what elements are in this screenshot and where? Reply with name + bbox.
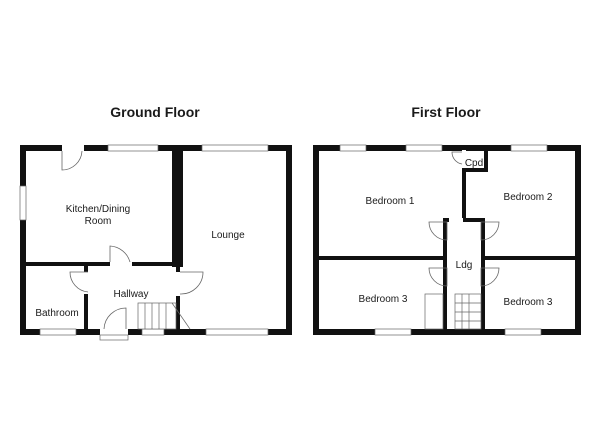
bedroom1-window-right	[405, 144, 443, 152]
bedroom3-left-label: Bedroom 3	[359, 294, 408, 305]
bathroom-door	[69, 271, 89, 293]
bathroom-label: Bathroom	[35, 308, 78, 319]
bedroom1-label: Bedroom 1	[366, 196, 415, 207]
ground-floor-title: Ground Floor	[110, 104, 200, 120]
kitchen-back-door-gap	[62, 145, 84, 151]
first-right-wall	[575, 145, 581, 335]
landing-label: Ldg	[456, 260, 473, 271]
bathroom-door-gap	[84, 272, 88, 294]
kitchen-back-door	[61, 150, 83, 171]
kitchen-label-line2: Room	[85, 216, 112, 227]
lounge-door	[179, 271, 204, 295]
kitchen-label-line1: Kitchen/Dining	[66, 204, 130, 215]
first-left-cross-wall	[313, 256, 443, 260]
ground-staircase	[137, 302, 191, 330]
bedroom2-window	[510, 144, 548, 152]
first-top-wall	[313, 145, 581, 151]
lounge-door-gap	[176, 272, 180, 296]
first-left-wall	[313, 145, 319, 335]
ground-left-wall	[20, 145, 26, 335]
cupboard-door	[451, 151, 463, 165]
bedroom1-door	[428, 221, 448, 241]
bedroom3-right-door	[480, 267, 500, 287]
bedroom1-door-gap	[449, 218, 463, 222]
first-staircase	[424, 293, 482, 330]
ground-bathroom-wall	[84, 262, 88, 335]
first-right-cross-wall	[485, 256, 581, 260]
ground-lounge-divider	[176, 145, 180, 335]
kitchen-window	[107, 144, 159, 152]
front-door-gap	[100, 329, 128, 335]
cupboard-right-wall	[484, 145, 488, 172]
bedroom1-window-left	[339, 144, 367, 152]
ground-kitchen-hall-wall	[20, 262, 180, 266]
front-door	[103, 307, 127, 330]
bedroom3-right-window	[504, 328, 542, 336]
kitchen-hall-door-gap	[110, 262, 132, 266]
kitchen-hall-door	[109, 245, 131, 263]
cupboard-door-gap	[462, 150, 466, 166]
lounge-rear-window	[205, 328, 269, 336]
hallway-label: Hallway	[113, 289, 148, 300]
landing-left-wall	[443, 218, 447, 335]
bedroom2-label: Bedroom 2	[504, 192, 553, 203]
ground-floor-plan: Ground Floor	[19, 104, 292, 341]
lounge-label: Lounge	[211, 230, 245, 241]
first-floor-plan: First Floor	[313, 104, 581, 336]
bedroom2-door	[480, 221, 500, 241]
bedroom3-left-window	[374, 328, 412, 336]
lounge-front-window	[201, 144, 269, 152]
ground-right-wall	[286, 145, 292, 335]
landing-right-wall	[481, 218, 485, 335]
bathroom-window	[39, 328, 77, 336]
front-door-step	[99, 334, 129, 341]
bedroom3-left-door	[428, 267, 448, 287]
first-floor-title: First Floor	[411, 104, 481, 120]
bedroom3-right-label: Bedroom 3	[504, 297, 553, 308]
cupboard-label: Cpd	[465, 158, 483, 169]
kitchen-side-window	[19, 185, 27, 221]
cupboard-bottom-wall	[462, 168, 488, 172]
hallway-window	[141, 328, 165, 336]
bedroom1-2-divider	[462, 168, 466, 222]
